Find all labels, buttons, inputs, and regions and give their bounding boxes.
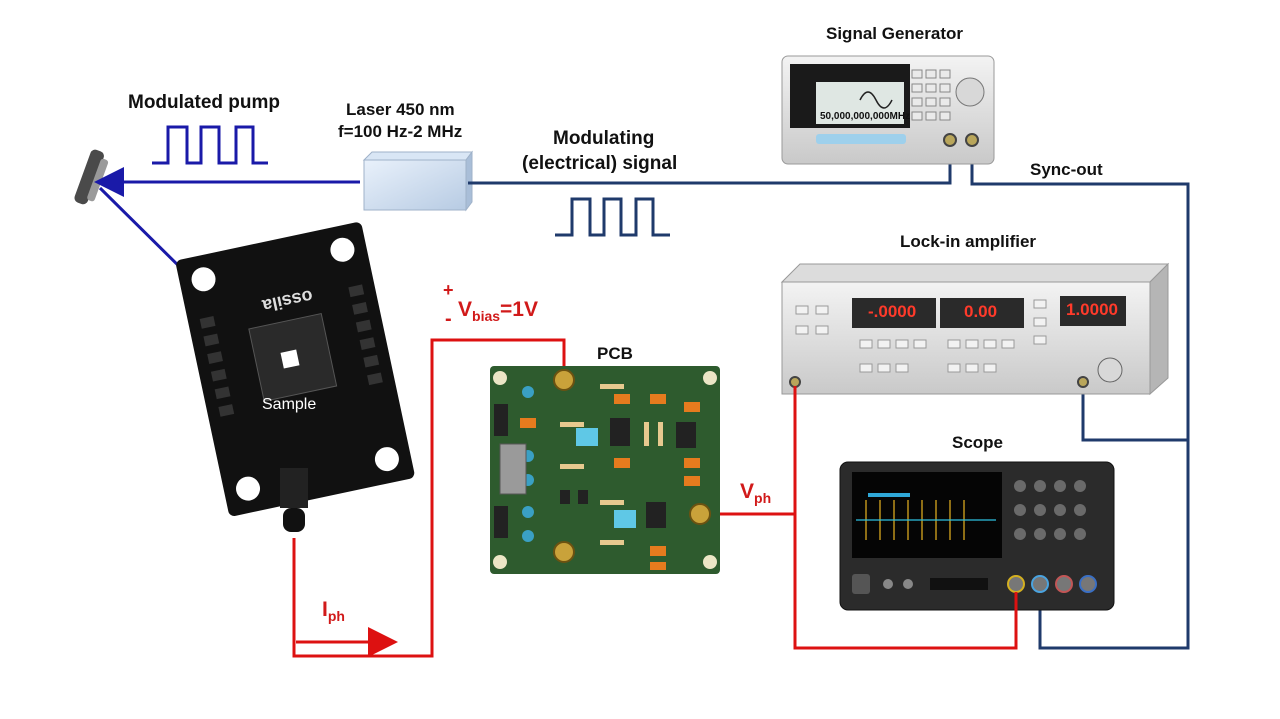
sample-connector [280, 468, 308, 532]
sync-out-cable [970, 140, 1190, 650]
lockin-display-2: 0.00 [964, 302, 998, 321]
laser-label-line2: f=100 Hz-2 MHz [338, 122, 463, 141]
vbias-minus: - [445, 308, 452, 330]
iph-label: Iph [322, 598, 345, 624]
vbias-label: Vbias=1V [458, 298, 538, 324]
siggen-display: 50,000,000,000MHz [820, 111, 911, 122]
vbias-value: =1V [500, 298, 538, 321]
laser-module [362, 150, 473, 212]
lockin-ref-cable [1081, 385, 1188, 442]
modulating-label-line2: (electrical) signal [522, 153, 678, 174]
mirror [74, 149, 109, 205]
vph-main: V [740, 480, 755, 503]
oscilloscope [839, 461, 1115, 611]
sample-label: Sample [262, 396, 317, 413]
modulating-waveform [555, 197, 670, 237]
lock-in-amplifier [780, 262, 1170, 396]
vbias-sub: bias [472, 308, 501, 325]
signal-generator [781, 55, 995, 165]
lockin-display-1: -.0000 [868, 302, 917, 321]
sync-out-label: Sync-out [1030, 160, 1103, 179]
iph-sub: ph [327, 608, 345, 625]
lockin-display-3: 1.0000 [1066, 300, 1118, 319]
vbias-plus: + [443, 280, 454, 300]
signal-generator-label: Signal Generator [826, 24, 963, 43]
bias-cable [292, 338, 566, 658]
sample-board [176, 222, 415, 516]
pump-waveform [152, 125, 268, 165]
scope-label: Scope [952, 433, 1004, 452]
laser-label-line1: Laser 450 nm [346, 100, 455, 119]
modulating-label-line1: Modulating [553, 128, 655, 149]
vph-sub: ph [754, 490, 772, 507]
pcb-label: PCB [597, 344, 633, 363]
vph-label: Vph [740, 480, 771, 506]
vbias-main: V [458, 298, 473, 321]
modulated-pump-label: Modulated pump [128, 92, 280, 113]
iph-main: I [322, 598, 328, 621]
pcb-board [490, 366, 720, 574]
lockin-label: Lock-in amplifier [900, 232, 1037, 251]
vph-cable [708, 512, 1018, 650]
